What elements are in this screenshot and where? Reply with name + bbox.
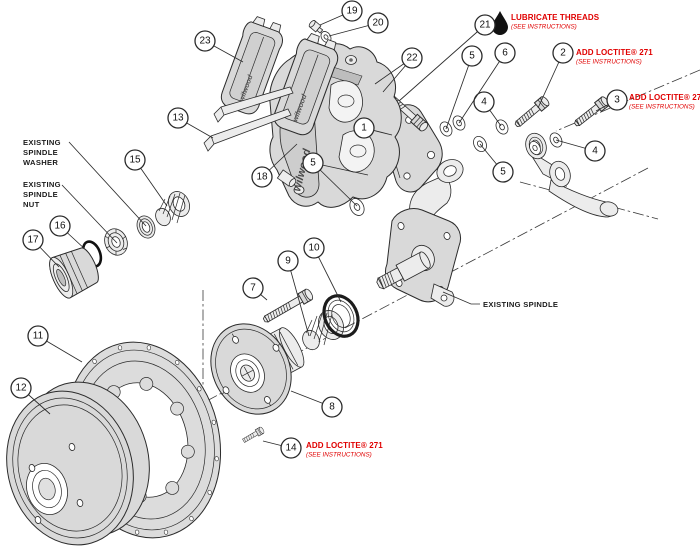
callout-21-circle [474,14,496,36]
callout-5-circle [461,45,483,67]
callout-15-number: 15 [129,155,141,166]
dust-cap [49,247,99,299]
callout-16-number: 16 [54,221,66,232]
callout-2-number: 2 [560,48,566,59]
note-loctite-right-sub: (SEE INSTRUCTIONS) [629,104,695,111]
callout-10-circle [303,237,325,259]
label-existing-spindle-washer-text: WASHER [23,158,58,167]
hex-bolt-7 [262,288,314,323]
note-loctite-bottom-sub: (SEE INSTRUCTIONS) [306,452,372,459]
label-existing-spindle-washer-leader [68,141,147,227]
callout-4-circle [584,140,606,162]
label-existing-spindle-nut-text: SPINDLE [23,190,58,199]
callout-7-circle [242,277,264,299]
hex-bolt-2 [514,96,550,127]
callout-18-number: 18 [256,172,268,183]
pad-retainer-clips [203,86,294,152]
callout-19-number: 19 [346,6,358,17]
bleed-screw [308,20,324,34]
callout-13-circle [167,107,189,129]
grease-seal [322,294,360,338]
label-existing-spindle-nut-text: EXISTING [23,180,61,189]
callout-15-circle [124,149,146,171]
callout-18-circle [251,166,273,188]
callout-11-number: 11 [33,331,44,342]
wheel-hub [210,323,305,415]
oil-drop-icon [492,11,508,35]
callout-8-number: 8 [329,402,335,413]
note-lubricate-sub: (SEE INSTRUCTIONS) [511,24,577,31]
hex-bolt-3 [574,96,610,127]
callout-23-circle [194,30,216,52]
callout-5-circle [492,161,514,183]
note-lubricate-title: LUBRICATE THREADS [511,13,600,22]
callout-21-number: 21 [479,20,491,31]
washer [529,140,541,156]
existing-spindle [376,159,464,307]
callout-21-leader [398,24,486,102]
callout-2-circle [552,42,574,64]
callout-5-number: 5 [310,158,316,169]
callout-20-number: 20 [372,18,384,29]
callout-20-circle [367,12,389,34]
spindle-stub-axle [376,251,431,290]
label-existing-spindle-washer-text: EXISTING [23,138,61,147]
inlet-fitting [276,169,297,187]
label-existing-spindle-leader [442,291,480,305]
callout-9-leader [287,260,310,337]
callout-22-circle [401,47,423,69]
callout-6-leader [458,52,506,124]
callout-12-circle [10,377,32,399]
note-loctite-right-title: ADD LOCTITE® 271 [629,93,700,102]
label-existing-spindle-nut-text: NUT [23,200,40,209]
callout-14-circle [280,437,302,459]
rotor-hat [6,381,150,546]
washer [495,119,509,135]
note-loctite-bottom-title: ADD LOCTITE® 271 [306,441,383,450]
callout-5-leader [445,55,473,130]
label-existing-spindle-washer-text: SPINDLE [23,148,58,157]
callout-6-circle [494,42,516,64]
callout-19-circle [341,0,363,22]
callout-5-circle [302,152,324,174]
brake-pad: wilwood [220,16,283,115]
callout-5-number: 5 [500,167,506,178]
label-existing-spindle-text: EXISTING SPINDLE [483,300,558,309]
callout-11-circle [27,325,49,347]
callout-10-number: 10 [308,243,320,254]
note-loctite-top-title: ADD LOCTITE® 271 [576,48,653,57]
hex-bolt-14 [242,426,265,443]
annotation-layer: EXISTINGSPINDLEWASHEREXISTINGSPINDLENUTE… [10,0,700,459]
label-existing-spindle-nut-leader [61,184,118,244]
callout-9-number: 9 [285,256,291,267]
callout-9-circle [277,250,299,272]
callout-14-number: 14 [285,443,297,454]
callout-17-number: 17 [27,235,39,246]
callout-3-number: 3 [614,95,620,106]
callout-5-number: 5 [469,51,475,62]
callout-8-circle [321,396,343,418]
callout-1-number: 1 [361,123,367,134]
callout-4-number: 4 [592,146,598,157]
callout-4-number: 4 [481,97,487,108]
callout-17-circle [22,229,44,251]
callout-3-circle [606,89,628,111]
callout-12-number: 12 [15,383,27,394]
callout-4-circle [473,91,495,113]
callout-22-number: 22 [406,53,418,64]
callout-13-number: 13 [172,113,184,124]
callout-6-number: 6 [502,48,508,59]
existing-spindle-washer-part [136,215,156,239]
brake-pad: wilwood [273,33,339,136]
callout-7-number: 7 [250,283,256,294]
callout-16-circle [49,215,71,237]
note-loctite-top-sub: (SEE INSTRUCTIONS) [576,59,642,66]
callout-23-number: 23 [199,36,211,47]
callout-1-circle [353,117,375,139]
